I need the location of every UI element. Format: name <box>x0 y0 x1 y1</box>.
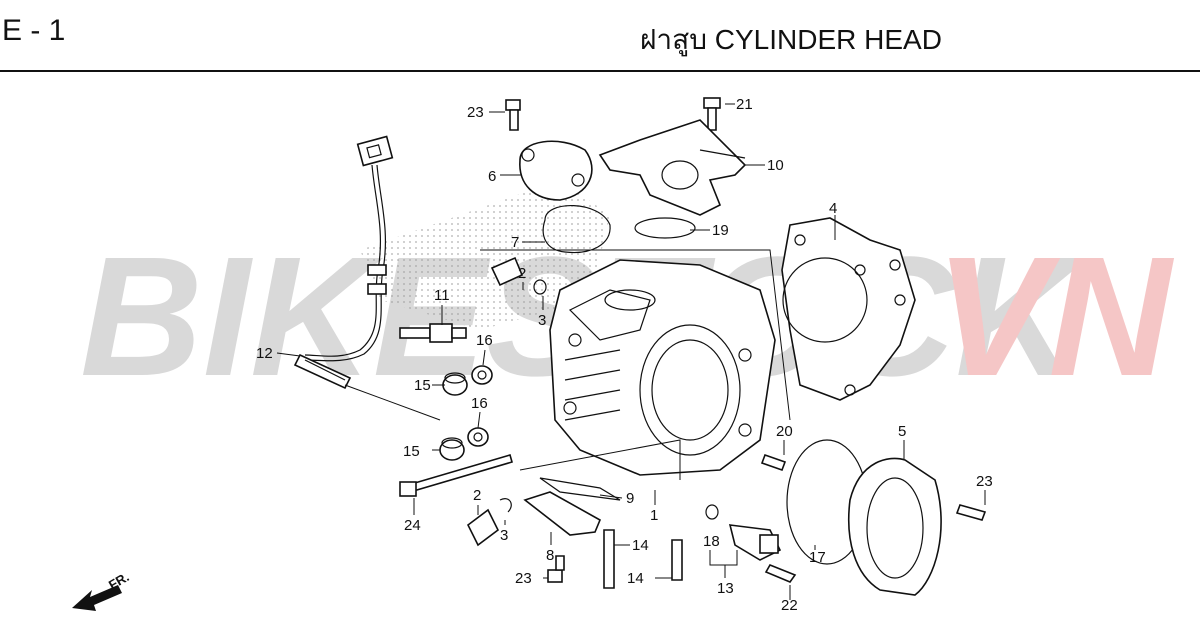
callout-17: 17 <box>809 549 826 566</box>
spark-plug <box>399 323 467 343</box>
temp-sensor <box>705 504 782 561</box>
callout-5: 5 <box>898 423 906 440</box>
stud-bolt-long <box>399 454 513 497</box>
callout-21: 21 <box>736 96 753 113</box>
callout-9: 9 <box>626 490 634 507</box>
callout-8: 8 <box>546 547 554 564</box>
callout-3-lower: 3 <box>500 527 508 544</box>
callout-14-right: 14 <box>627 570 644 587</box>
callout-15-upper: 15 <box>414 377 431 394</box>
callout-1: 1 <box>650 507 658 524</box>
callout-14-left: 14 <box>632 537 649 554</box>
callout-23-top: 23 <box>467 104 484 121</box>
callout-10: 10 <box>767 157 784 174</box>
callout-16-upper: 16 <box>476 332 493 349</box>
bolt-top-21 <box>703 97 721 131</box>
head-gasket <box>781 217 916 401</box>
page-title: ฝาสูบ CYLINDER HEAD <box>640 24 942 55</box>
header-divider <box>0 70 1200 72</box>
callout-3-upper: 3 <box>538 312 546 329</box>
bolt-23-right <box>955 504 987 521</box>
stud-14-left <box>603 529 615 589</box>
callout-11: 11 <box>434 287 450 304</box>
bolt-20 <box>760 453 787 472</box>
callout-4: 4 <box>829 200 837 217</box>
callout-24: 24 <box>404 517 421 534</box>
shaded-region <box>360 180 610 330</box>
cover-gasket <box>542 204 611 254</box>
callout-20: 20 <box>776 423 793 440</box>
bolt-22 <box>764 563 797 583</box>
tappet-cover <box>519 140 593 201</box>
washer-upper <box>471 365 493 385</box>
cap-nut-lower <box>439 437 465 461</box>
valve-guide-upper <box>490 256 547 295</box>
section-code: E - 1 <box>2 14 66 47</box>
watermark-text-vn: VN <box>935 222 1174 412</box>
stud-14-right <box>671 539 683 581</box>
bolt-top-23 <box>505 99 521 131</box>
o-ring-19 <box>634 217 696 239</box>
callout-22: 22 <box>781 597 798 614</box>
valve-guide-lower <box>466 498 512 547</box>
callout-12: 12 <box>256 345 273 362</box>
callout-23-bottom: 23 <box>515 570 532 587</box>
oxygen-sensor <box>293 135 394 390</box>
side-cover <box>847 457 942 596</box>
callout-13: 13 <box>717 580 734 597</box>
callout-7: 7 <box>511 234 519 251</box>
callout-2-upper: 2 <box>518 265 526 282</box>
callout-16-lower: 16 <box>471 395 488 412</box>
leader-lines <box>276 103 986 600</box>
gasket-9 <box>539 477 621 501</box>
bolt-bottom-23 <box>547 555 565 583</box>
callout-15-lower: 15 <box>403 443 420 460</box>
outlet-housing <box>598 119 747 216</box>
callout-19: 19 <box>712 222 729 239</box>
cylinder-head-body <box>549 259 776 476</box>
plate-8 <box>523 491 602 536</box>
callout-18: 18 <box>703 533 720 550</box>
front-direction-arrow <box>72 585 122 611</box>
callout-23-right: 23 <box>976 473 993 490</box>
washer-lower <box>467 427 489 447</box>
callout-6: 6 <box>488 168 496 185</box>
callout-2-lower: 2 <box>473 487 481 504</box>
